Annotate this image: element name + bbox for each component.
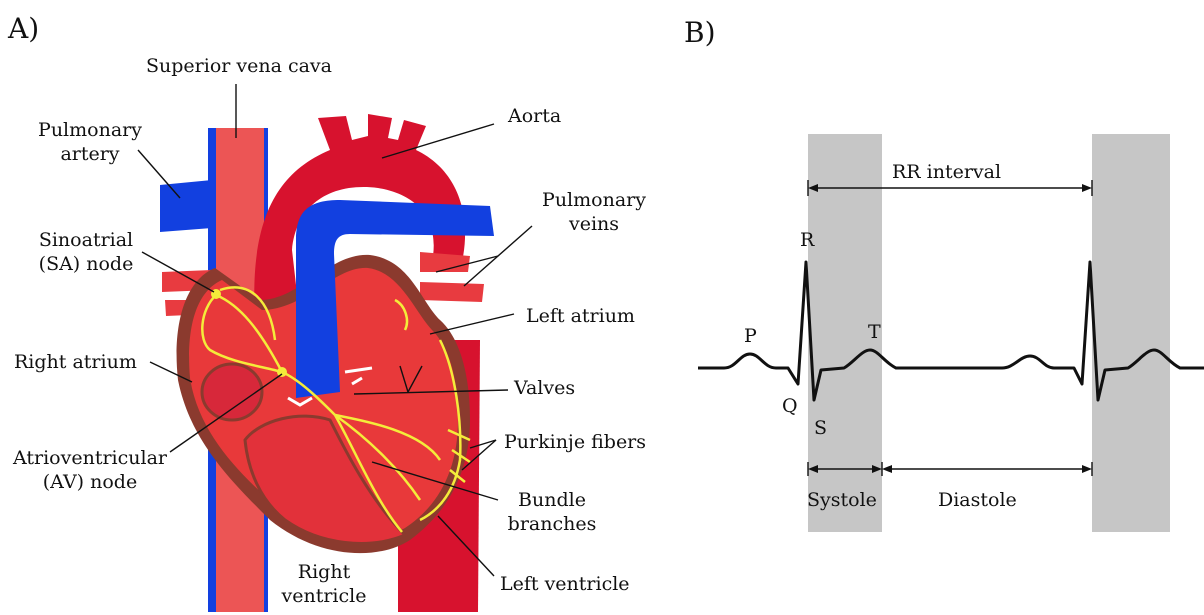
label-wave-s: S	[814, 416, 827, 440]
label-wave-q: Q	[782, 394, 798, 418]
systole-band-2	[1092, 134, 1170, 532]
label-diastole: Diastole	[938, 488, 1017, 512]
label-pulmonary-veins: Pulmonary veins	[532, 188, 656, 236]
label-wave-t: T	[868, 320, 881, 344]
label-sa-node: Sinoatrial (SA) node	[26, 228, 146, 276]
label-wave-p: P	[744, 324, 757, 348]
label-wave-r: R	[800, 228, 814, 252]
label-right-atrium: Right atrium	[14, 350, 137, 374]
label-right-ventricle: Right ventricle	[274, 560, 374, 608]
label-purkinje-fibers: Purkinje fibers	[504, 430, 646, 454]
panel-label-a: A)	[8, 12, 39, 45]
label-valves: Valves	[514, 376, 575, 400]
pulmonary-artery-shape	[160, 180, 212, 232]
label-systole: Systole	[807, 488, 877, 512]
ecg-diagram	[684, 0, 1204, 615]
label-superior-vena-cava: Superior vena cava	[146, 54, 332, 78]
label-bundle-branches: Bundle branches	[502, 488, 602, 536]
label-aorta: Aorta	[508, 104, 561, 128]
label-rr-interval: RR interval	[892, 160, 1001, 184]
label-left-atrium: Left atrium	[526, 304, 635, 328]
label-left-ventricle: Left ventricle	[500, 572, 630, 596]
av-node-dot	[277, 367, 287, 377]
label-pulmonary-artery: Pulmonary artery	[30, 118, 150, 166]
label-av-node: Atrioventricular (AV) node	[4, 446, 176, 494]
